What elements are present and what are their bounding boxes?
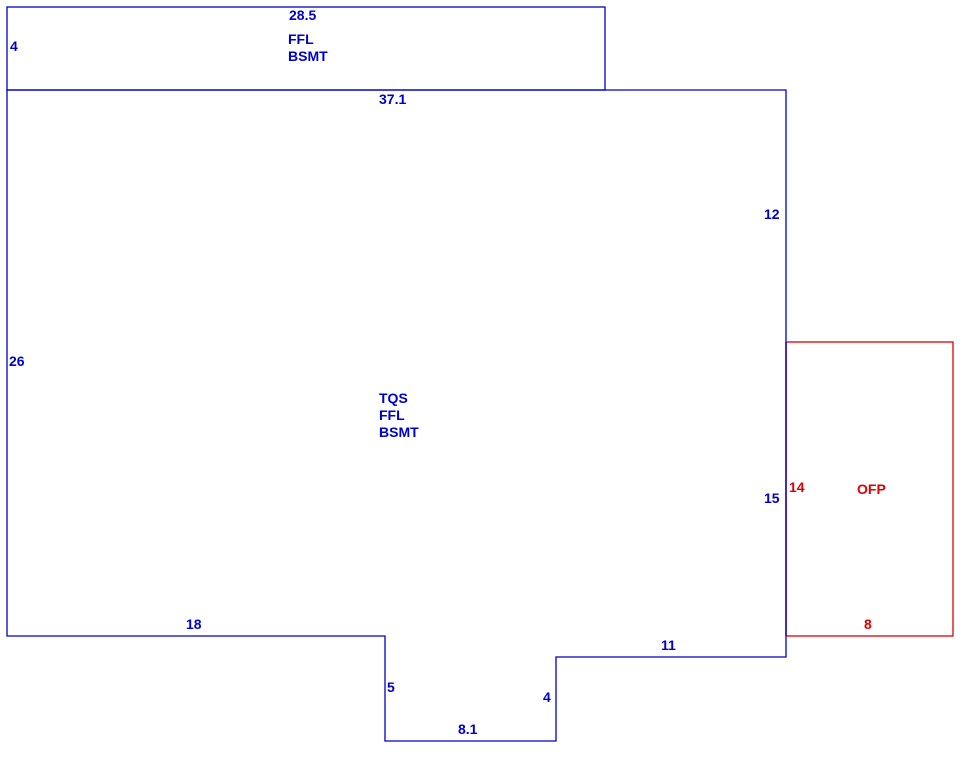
porch-dim-bottom: 8 — [864, 616, 872, 632]
main-area-label-bsmt: BSMT — [379, 424, 419, 440]
main-area-dim-right-upper: 12 — [764, 206, 780, 222]
main-area-dim-bump-left: 5 — [387, 679, 395, 695]
top-area-dim-left: 4 — [10, 38, 18, 54]
porch-dim-left: 14 — [789, 479, 805, 495]
top-area-label-ffl: FFL — [288, 31, 314, 47]
main-area-outline — [6, 89, 787, 742]
top-area-label-bsmt: BSMT — [288, 48, 328, 64]
main-area-label-ffl: FFL — [379, 407, 405, 423]
main-area-label-tqs: TQS — [379, 390, 408, 406]
top-area-dim-top: 28.5 — [289, 7, 317, 23]
main-area-dim-bottom-right: 11 — [661, 637, 676, 653]
main-area-dim-right-lower: 15 — [764, 490, 780, 506]
porch-label-ofp: OFP — [857, 481, 886, 497]
main-area-dim-left: 26 — [9, 353, 25, 369]
main-area-dim-bump-right: 4 — [543, 689, 551, 705]
main-area-dim-bottom-left: 18 — [186, 616, 202, 632]
main-area-dim-top: 37.1 — [379, 91, 407, 107]
main-area-dim-bump-bottom: 8.1 — [458, 721, 478, 737]
